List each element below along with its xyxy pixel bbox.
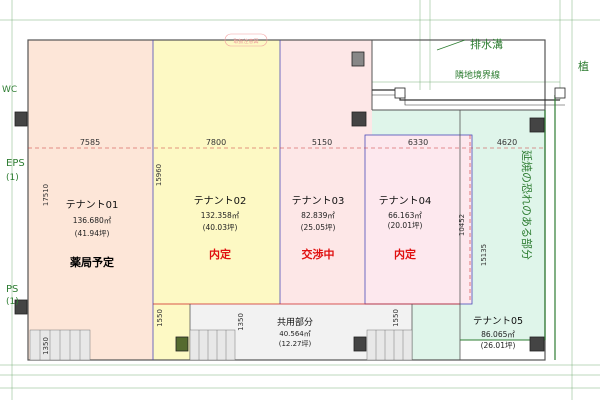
unit-03-name: テナント03 [292, 195, 345, 207]
unit-05-lower-fill [412, 304, 460, 360]
ps-label: PS [6, 284, 18, 295]
unit-05-fill [460, 110, 545, 340]
unit-02-tsubo: (40.03坪) [203, 223, 238, 232]
dim-v-7: 1550 [392, 309, 400, 327]
unit-05-area: 86.065㎡ [481, 330, 515, 339]
site-annotations: 排水溝 隣地境界線 植 取扱注意図 [224, 33, 589, 81]
common-area: 共用部分 40.564㎡ (12.27坪) [277, 316, 313, 348]
unit-02-name: テナント02 [194, 195, 247, 207]
unit-01-fill [28, 40, 153, 360]
dim-top-2: 7800 [206, 138, 226, 147]
dim-v-2: 15960 [155, 164, 163, 186]
unit-02: テナント02 132.358㎡ (40.03坪) 内定 [194, 195, 247, 261]
dim-v-3: 10452 [458, 214, 466, 236]
unit-04-fill [365, 135, 472, 304]
dim-top-5: 4620 [497, 138, 517, 147]
dim-v-1: 17510 [42, 184, 50, 206]
unit-04-area: 66.163㎡ [388, 211, 422, 220]
unit-02-area: 132.358㎡ [201, 211, 240, 220]
extension-note: 延焼の恐れのある部分 [520, 150, 534, 260]
top-dimensions: 7585 7800 5150 6330 4620 [80, 138, 517, 147]
unit-01-name: テナント01 [66, 199, 119, 211]
unit-04-status: 内定 [394, 247, 416, 261]
stamp: 取扱注意図 [224, 33, 268, 47]
dim-v-8: 1350 [237, 313, 245, 331]
left-annotations: WC EPS (1) PS (1) [2, 85, 25, 307]
eps-number: (1) [6, 173, 19, 183]
unit-03-area: 82.839㎡ [301, 211, 335, 220]
vertical-dimensions: 17510 15960 10452 15135 1550 1350 1550 1… [42, 164, 488, 355]
unit-01: テナント01 136.680㎡ (41.94坪) 薬局予定 [66, 199, 119, 269]
common-area-name: 共用部分 [277, 316, 313, 328]
dim-top-1: 7585 [80, 138, 100, 147]
wc-label: WC [2, 85, 17, 95]
unit-01-tsubo: (41.94坪) [75, 229, 110, 238]
stair-hatching [29, 329, 413, 361]
unit-02-status: 内定 [209, 247, 231, 261]
unit-03-status: 交渉中 [302, 247, 335, 261]
eps-label: EPS [6, 158, 25, 169]
walls [27, 39, 565, 361]
boundary-label: 隣地境界線 [455, 69, 500, 81]
dim-v-6: 1350 [42, 337, 50, 355]
ps-number: (1) [6, 297, 19, 307]
stamp-text: 取扱注意図 [233, 38, 258, 45]
dim-top-4: 6330 [408, 138, 428, 147]
unit-05-upper-fill [372, 110, 472, 135]
common-area-area: 40.564㎡ [279, 330, 311, 338]
structural-columns [14, 51, 566, 352]
top-right-label: 植 [578, 59, 589, 73]
unit-05-tsubo: (26.01坪) [481, 341, 516, 350]
unit-03: テナント03 82.839㎡ (25.05坪) 交渉中 [292, 195, 345, 261]
unit-05-name: テナント05 [473, 316, 523, 327]
unit-03-fill [280, 40, 372, 304]
dim-v-5: 1550 [156, 309, 164, 327]
unit-04-name: テナント04 [379, 195, 432, 207]
unit-01-status: 薬局予定 [70, 255, 114, 269]
unit-04-tsubo: (20.01坪) [388, 221, 423, 230]
unit-01-area: 136.680㎡ [73, 216, 112, 225]
unit-02-fill [153, 40, 280, 304]
common-area-tsubo: (12.27坪) [279, 340, 312, 348]
unit-03-tsubo: (25.05坪) [301, 223, 336, 232]
dim-top-3: 5150 [312, 138, 332, 147]
drain-label: 排水溝 [470, 37, 503, 51]
dim-v-4: 15135 [480, 244, 488, 266]
unit-05: テナント05 86.065㎡ (26.01坪) [473, 316, 523, 350]
unit-04: テナント04 66.163㎡ (20.01坪) 内定 [379, 195, 432, 261]
